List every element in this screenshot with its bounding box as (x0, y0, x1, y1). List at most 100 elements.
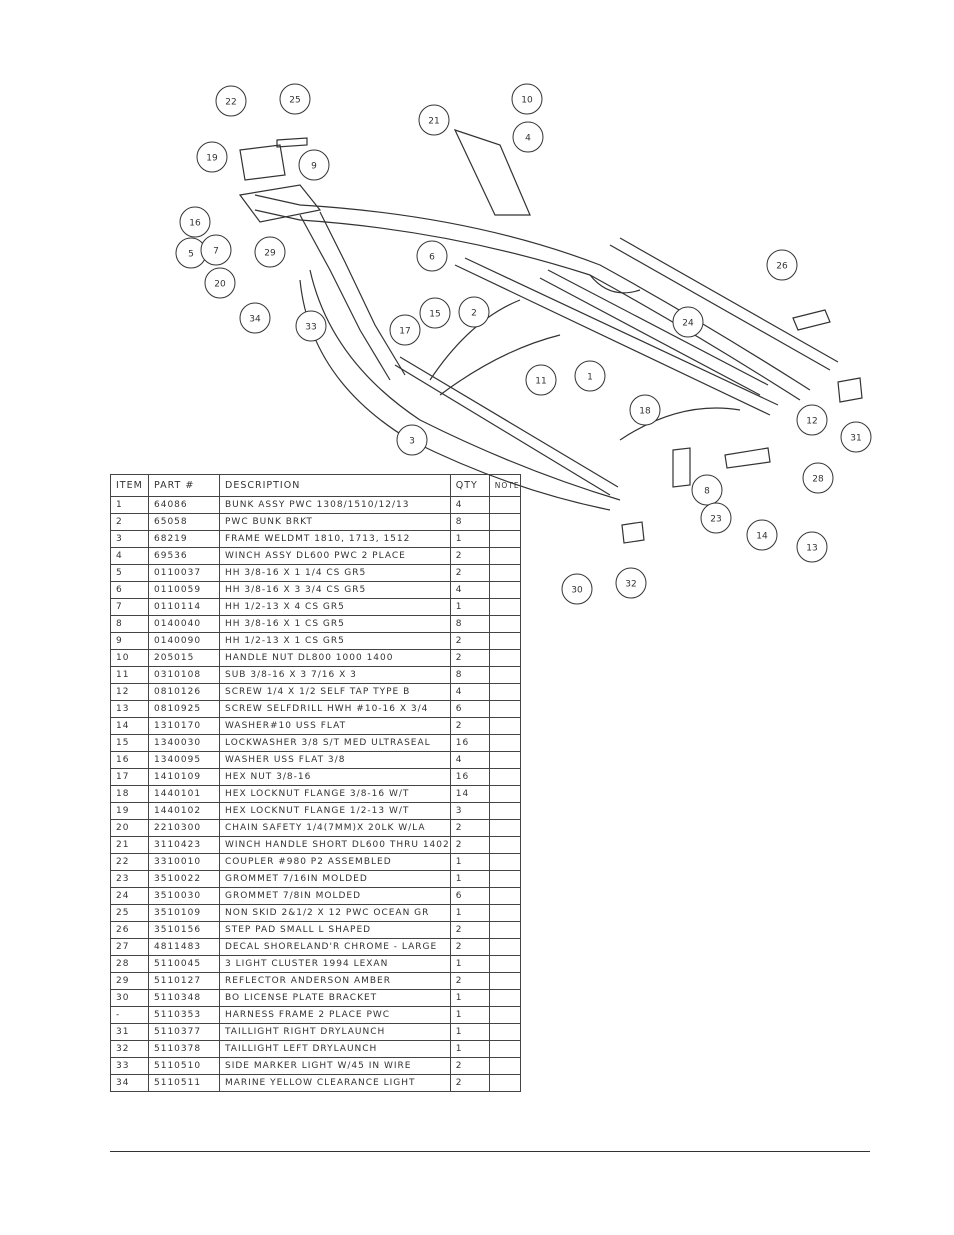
item-cell: 6 (110, 581, 149, 599)
balloon-label: 22 (225, 98, 236, 108)
qty-cell: 6 (449, 700, 490, 718)
balloon-label: 4 (525, 134, 531, 144)
description-cell: TAILLIGHT RIGHT DRYLAUNCH (219, 1023, 451, 1041)
qty-cell: 2 (449, 1074, 490, 1092)
description-cell: DECAL SHORELAND'R CHROME - LARGE (219, 938, 451, 956)
qty-cell: 2 (449, 1057, 490, 1075)
note-cell (488, 683, 521, 701)
description-cell: HANDLE NUT DL800 1000 1400 (219, 649, 451, 667)
note-cell (488, 632, 521, 650)
description-cell: SCREW 1/4 X 1/2 SELF TAP TYPE B (219, 683, 451, 701)
note-cell (488, 564, 521, 582)
item-cell: 30 (110, 989, 149, 1007)
balloon-circle (796, 531, 828, 563)
note-cell (488, 1074, 521, 1092)
note-cell (488, 938, 521, 956)
description-cell: HH 3/8-16 X 3 3/4 CS GR5 (219, 581, 451, 599)
balloon-circle (298, 149, 330, 181)
item-cell: 23 (110, 870, 149, 888)
note-cell (488, 1006, 521, 1024)
item-cell: 9 (110, 632, 149, 650)
item-cell: 34 (110, 1074, 149, 1092)
item-cell: 18 (110, 785, 149, 803)
balloon-label: 15 (429, 310, 440, 320)
balloon-circle (458, 296, 490, 328)
description-cell: HH 3/8-16 X 1 1/4 CS GR5 (219, 564, 451, 582)
part-number-cell: 3510030 (148, 887, 220, 905)
item-cell: 28 (110, 955, 149, 973)
description-cell: HEX LOCKNUT FLANGE 1/2-13 W/T (219, 802, 451, 820)
balloon-label: 14 (756, 532, 768, 542)
callout-balloon: 16 (179, 206, 211, 238)
qty-cell: 1 (449, 598, 490, 616)
balloon-label: 17 (399, 327, 410, 337)
balloon-label: 28 (812, 475, 824, 485)
balloon-circle (561, 573, 593, 605)
callout-balloon: 25 (279, 83, 311, 115)
callout-balloon: 12 (796, 404, 828, 436)
balloon-circle (802, 462, 834, 494)
part-number-cell: 5110510 (148, 1057, 220, 1075)
callout-balloon: 22 (215, 85, 247, 117)
callout-balloon: 30 (561, 573, 593, 605)
balloon-circle (700, 502, 732, 534)
note-cell (488, 785, 521, 803)
part-number-cell: 1410109 (148, 768, 220, 786)
qty-cell: 16 (449, 768, 490, 786)
header-item: ITEM (110, 474, 149, 497)
header-part-number: PART # (148, 474, 220, 497)
balloon-circle (746, 519, 778, 551)
note-cell (488, 921, 521, 939)
callout-balloon: 3 (396, 424, 428, 456)
balloon-circle (204, 267, 236, 299)
callout-balloon: 23 (700, 502, 732, 534)
qty-cell: 1 (449, 1006, 490, 1024)
item-cell: 14 (110, 717, 149, 735)
qty-cell: 1 (449, 989, 490, 1007)
note-cell (488, 1040, 521, 1058)
qty-cell: 2 (449, 717, 490, 735)
description-cell: HARNESS FRAME 2 PLACE PWC (219, 1006, 451, 1024)
part-number-cell: 3310010 (148, 853, 220, 871)
item-cell: 22 (110, 853, 149, 871)
part-number-cell: 1340095 (148, 751, 220, 769)
description-cell: TAILLIGHT LEFT DRYLAUNCH (219, 1040, 451, 1058)
balloon-circle (419, 297, 451, 329)
note-cell (488, 496, 521, 514)
note-cell (488, 989, 521, 1007)
qty-cell: 2 (449, 564, 490, 582)
description-cell: HEX NUT 3/8-16 (219, 768, 451, 786)
qty-cell: 8 (449, 666, 490, 684)
balloon-label: 12 (806, 417, 817, 427)
header-qty: QTY (449, 474, 490, 497)
part-number-cell: 0110114 (148, 598, 220, 616)
description-cell: BO LICENSE PLATE BRACKET (219, 989, 451, 1007)
item-cell: 32 (110, 1040, 149, 1058)
balloon-circle (389, 314, 421, 346)
balloon-label: 10 (521, 96, 533, 106)
part-number-cell: 205015 (148, 649, 220, 667)
header-note: NOTE (488, 474, 521, 497)
callout-balloon: 17 (389, 314, 421, 346)
balloon-circle (215, 85, 247, 117)
balloon-label: 20 (214, 280, 226, 290)
qty-cell: 2 (449, 921, 490, 939)
qty-cell: 1 (449, 853, 490, 871)
note-cell (488, 853, 521, 871)
note-cell (488, 768, 521, 786)
note-cell (488, 751, 521, 769)
description-cell: MARINE YELLOW CLEARANCE LIGHT (219, 1074, 451, 1092)
item-cell: 31 (110, 1023, 149, 1041)
item-cell: 21 (110, 836, 149, 854)
description-cell: HEX LOCKNUT FLANGE 3/8-16 W/T (219, 785, 451, 803)
qty-cell: 1 (449, 904, 490, 922)
